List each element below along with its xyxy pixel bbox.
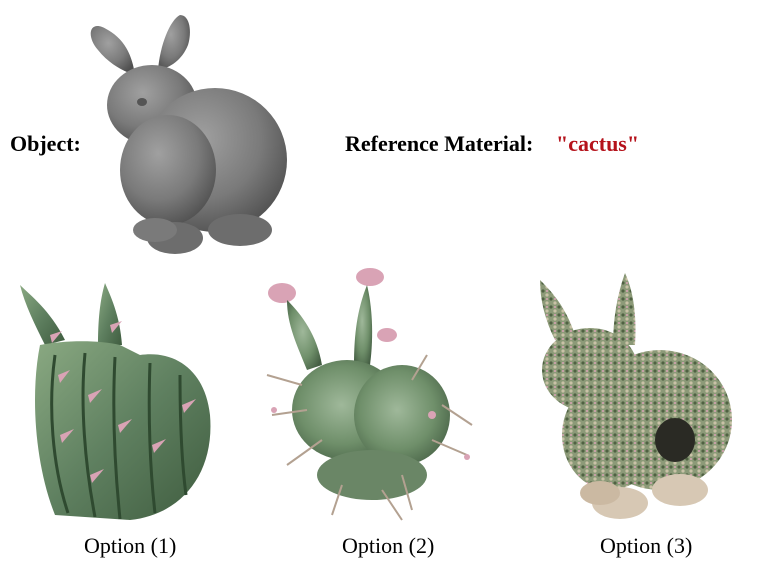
option-1-caption: Option (1) xyxy=(84,533,177,558)
reference-material-value: "cactus" xyxy=(556,131,640,156)
option-3-caption: Option (3) xyxy=(600,533,693,558)
option-2-caption: Option (2) xyxy=(342,533,435,558)
cactus-bunny-option-2-icon xyxy=(266,268,473,521)
reference-material-label: Reference Material: xyxy=(345,131,534,156)
object-label: Object: xyxy=(10,131,81,156)
cactus-bunny-option-1-icon xyxy=(20,283,211,520)
gray-bunny-model-icon xyxy=(90,15,287,254)
cactus-bunny-option-3-icon xyxy=(540,273,732,519)
